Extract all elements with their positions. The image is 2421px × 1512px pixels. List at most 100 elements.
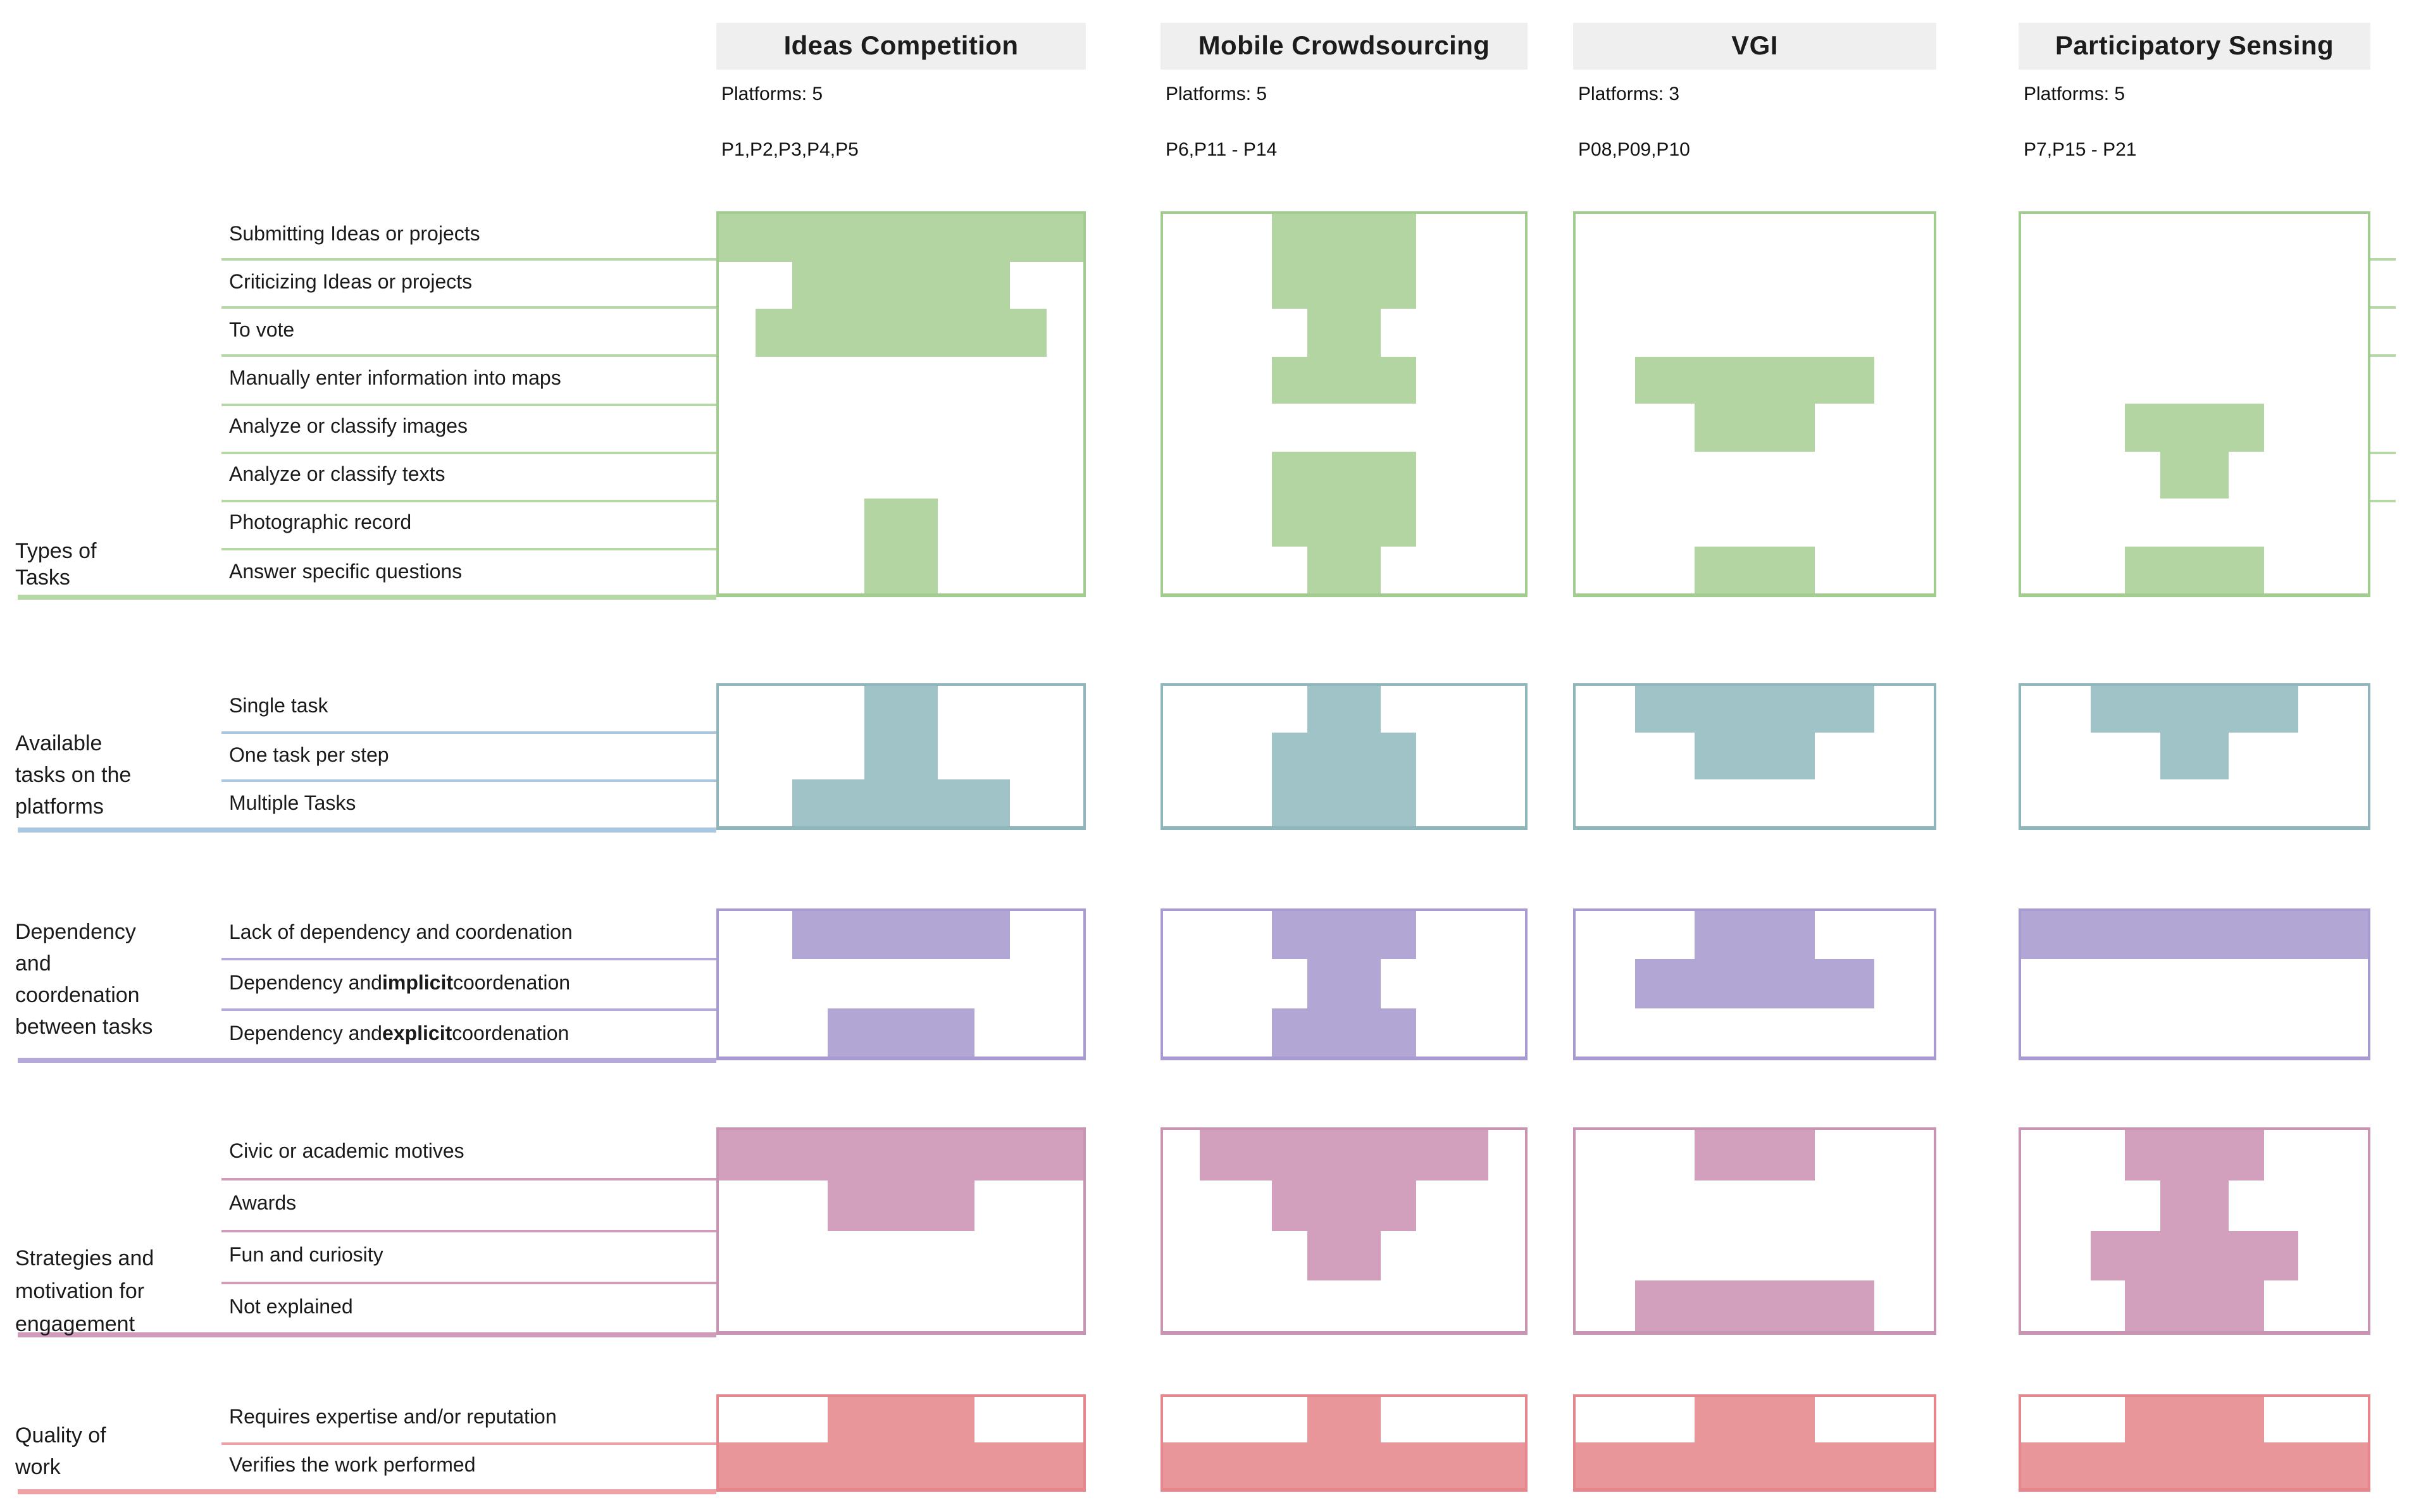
bar-fill	[1307, 546, 1381, 593]
bar-fill	[1271, 451, 1417, 499]
box-row	[2021, 499, 2368, 546]
box-row	[1576, 1008, 1934, 1057]
box-row	[2021, 404, 2368, 451]
box-row	[1163, 1281, 1525, 1332]
column-platform-ids: P08,P09,P10	[1578, 139, 1690, 161]
data-box	[2019, 1127, 2370, 1335]
data-box	[1161, 211, 1528, 597]
row-label: Single task	[229, 695, 328, 717]
box-row	[1576, 309, 1934, 356]
row-label: Photographic record	[229, 512, 412, 535]
bar-fill	[828, 1397, 974, 1442]
box-row	[1576, 779, 1934, 826]
data-box	[1161, 1127, 1528, 1335]
category-label-line: Tasks	[15, 566, 70, 590]
box-row	[1576, 911, 1934, 960]
row-label: Multiple Tasks	[229, 793, 356, 815]
category-label-line: engagement	[15, 1312, 135, 1336]
box-row	[1576, 451, 1934, 499]
category-label-line: and	[15, 951, 51, 976]
box-row	[1576, 1280, 1934, 1331]
row-separator-line	[221, 731, 716, 734]
bar-fill	[792, 261, 1011, 309]
bar-fill	[719, 1442, 1083, 1488]
box-row	[2021, 960, 2368, 1008]
data-box	[2019, 908, 2370, 1060]
row-separator-line	[221, 1230, 716, 1232]
bar-fill	[1695, 911, 1815, 960]
column-platforms-count: Platforms: 3	[1578, 84, 1680, 105]
data-box	[716, 683, 1086, 830]
box-row	[1163, 733, 1525, 779]
box-row	[1163, 959, 1525, 1008]
box-row	[719, 779, 1083, 826]
category-underline	[18, 1058, 716, 1063]
data-box	[1573, 1127, 1936, 1335]
column-header-ideas-competition: Ideas Competition Platforms: 5 P1,P2,P3,…	[716, 0, 1086, 202]
column-header-mobile-crowdsourcing: Mobile Crowdsourcing Platforms: 5 P6,P11…	[1161, 0, 1528, 202]
bar-fill	[2090, 686, 2299, 733]
edge-stub-line	[2370, 499, 2396, 502]
row-separator-line	[221, 547, 716, 550]
row-label: Requires expertise and/or reputation	[229, 1406, 557, 1428]
category-label-line: coordenation	[15, 983, 140, 1007]
box-row	[1576, 686, 1934, 733]
row-separator-line	[221, 1442, 716, 1444]
box-row	[719, 214, 1083, 261]
bar-fill	[2160, 1180, 2229, 1230]
box-row	[719, 546, 1083, 593]
box-row	[1163, 546, 1525, 593]
box-row	[1163, 356, 1525, 404]
data-box	[2019, 1394, 2370, 1492]
box-row	[1576, 214, 1934, 261]
row-label: Answer specific questions	[229, 561, 463, 583]
box-row	[2021, 1180, 2368, 1230]
box-row	[1163, 1230, 1525, 1281]
bar-fill	[1199, 1130, 1489, 1180]
box-row	[719, 1230, 1083, 1281]
category-label-line: Dependency	[15, 920, 136, 944]
box-row	[2021, 546, 2368, 593]
row-separator-line	[221, 451, 716, 454]
box-row	[1163, 779, 1525, 826]
box-row	[1576, 1397, 1934, 1442]
row-label-text: Dependency and	[229, 1023, 382, 1045]
row-label: Civic or academic motives	[229, 1141, 464, 1163]
row-label: Dependency and implicit coordenation	[229, 959, 570, 1010]
row-separator-line	[221, 779, 716, 783]
box-row	[1576, 499, 1934, 546]
data-box	[716, 211, 1086, 597]
row-label-text: coordenation	[452, 1023, 569, 1045]
bar-fill	[828, 1008, 974, 1057]
bar-fill	[792, 779, 1011, 826]
box-row	[1163, 404, 1525, 451]
box-row	[719, 499, 1083, 546]
box-row	[2021, 911, 2368, 960]
edge-stub-line	[2370, 354, 2396, 357]
category-underline	[18, 1489, 716, 1494]
bar-fill	[719, 214, 1083, 261]
bar-fill	[1271, 261, 1417, 309]
box-row	[2021, 261, 2368, 309]
bar-fill	[2125, 1280, 2264, 1331]
box-row	[2021, 356, 2368, 404]
column-title: Participatory Sensing	[2019, 23, 2370, 70]
box-row	[1576, 1180, 1934, 1231]
category-label-line: Strategies and	[15, 1246, 154, 1270]
edge-stub-line	[2370, 306, 2396, 309]
row-label-text: coordenation	[453, 972, 571, 995]
row-label: Verifies the work performed	[229, 1455, 476, 1477]
bar-fill	[792, 911, 1011, 960]
box-row	[1576, 733, 1934, 779]
bar-fill	[1307, 959, 1381, 1008]
category-label-line: work	[15, 1455, 61, 1479]
bar-fill	[1635, 356, 1874, 404]
bar-fill	[1271, 499, 1417, 546]
bar-fill	[1695, 404, 1815, 451]
category-label-line: platforms	[15, 795, 104, 819]
box-row	[2021, 733, 2368, 779]
